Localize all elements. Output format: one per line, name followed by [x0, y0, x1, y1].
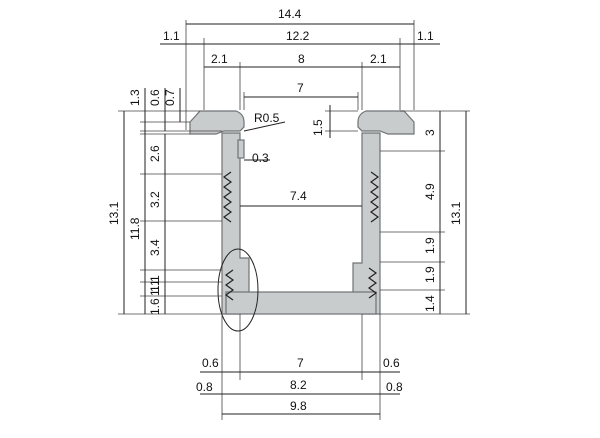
dim-wall-right-top: 0.6 [383, 356, 400, 370]
dim-outer-bottom: 8.2 [290, 378, 307, 392]
dim-wall-left-top: 0.6 [202, 356, 219, 370]
dim-lip-left: 2.1 [211, 52, 228, 66]
dim-total-height-left: 13.1 [107, 201, 121, 225]
top-dimensions: 14.4 1.1 12.2 1.1 2.1 8 2.1 7 R0.5 1.5 7… [160, 7, 440, 207]
dim-seg-6: 1.1 [148, 279, 162, 296]
left-top-flange [189, 110, 245, 135]
dim-inner-span: 7.4 [290, 189, 307, 203]
right-lower-serration [367, 267, 378, 299]
dim-seg-3: 3.4 [148, 239, 162, 256]
right-wall [352, 132, 381, 315]
dim-lip-height: 1.5 [311, 119, 325, 136]
left-serration [222, 171, 233, 223]
right-top-flange [357, 110, 415, 135]
dim-wall-right-bottom: 0.8 [386, 380, 403, 394]
left-notch [237, 139, 245, 159]
left-dimensions: 13.1 11.8 1.3 0.6 0.7 2.6 3.2 3.4 1.1 1.… [107, 88, 222, 315]
dim-right-top: 3 [423, 129, 437, 136]
dim-flange-right: 1.1 [417, 29, 434, 43]
dim-right-a: 1.9 [423, 237, 437, 254]
dim-overall-width: 14.4 [278, 7, 302, 21]
dim-opening: 7 [297, 81, 304, 95]
dim-right-mid: 4.9 [423, 183, 437, 200]
aluminium-profile [189, 110, 415, 332]
dim-top-a: 1.3 [128, 89, 142, 106]
right-dimensions: 3 4.9 1.9 1.9 1.4 13.1 [380, 110, 470, 315]
right-serration [369, 171, 380, 223]
dim-right-bottom: 1.4 [423, 295, 437, 312]
dim-top-b: 0.6 [148, 89, 162, 106]
dim-inner-height: 11.8 [128, 217, 142, 240]
dim-seg-2: 3.2 [148, 191, 162, 208]
detail-circle [217, 248, 259, 332]
dim-notch: 0.3 [252, 151, 269, 165]
dim-inner-width: 12.2 [286, 29, 310, 43]
dim-seg-1: 2.6 [148, 145, 162, 162]
dim-wall-left-bottom: 0.8 [196, 380, 213, 394]
bottom-dimensions: 0.6 7 0.6 0.8 8.2 0.8 9.8 [196, 314, 403, 420]
dim-top-c: 0.7 [163, 89, 177, 106]
dim-flange-left: 1.1 [163, 29, 180, 43]
dim-overall-bottom: 9.8 [290, 399, 307, 413]
bottom-base [225, 291, 377, 315]
dim-inner-bottom: 7 [297, 356, 304, 370]
dim-total-height-right: 13.1 [449, 201, 463, 225]
dim-lip-right: 2.1 [370, 52, 387, 66]
dim-right-b: 1.9 [423, 266, 437, 283]
dim-seg-5: 1.6 [148, 298, 162, 315]
dim-slot-width: 8 [298, 52, 305, 66]
dim-corner-radius: R0.5 [254, 111, 280, 125]
left-lower-serration [224, 269, 235, 301]
dim-seg-4: 1.1 [148, 275, 162, 292]
